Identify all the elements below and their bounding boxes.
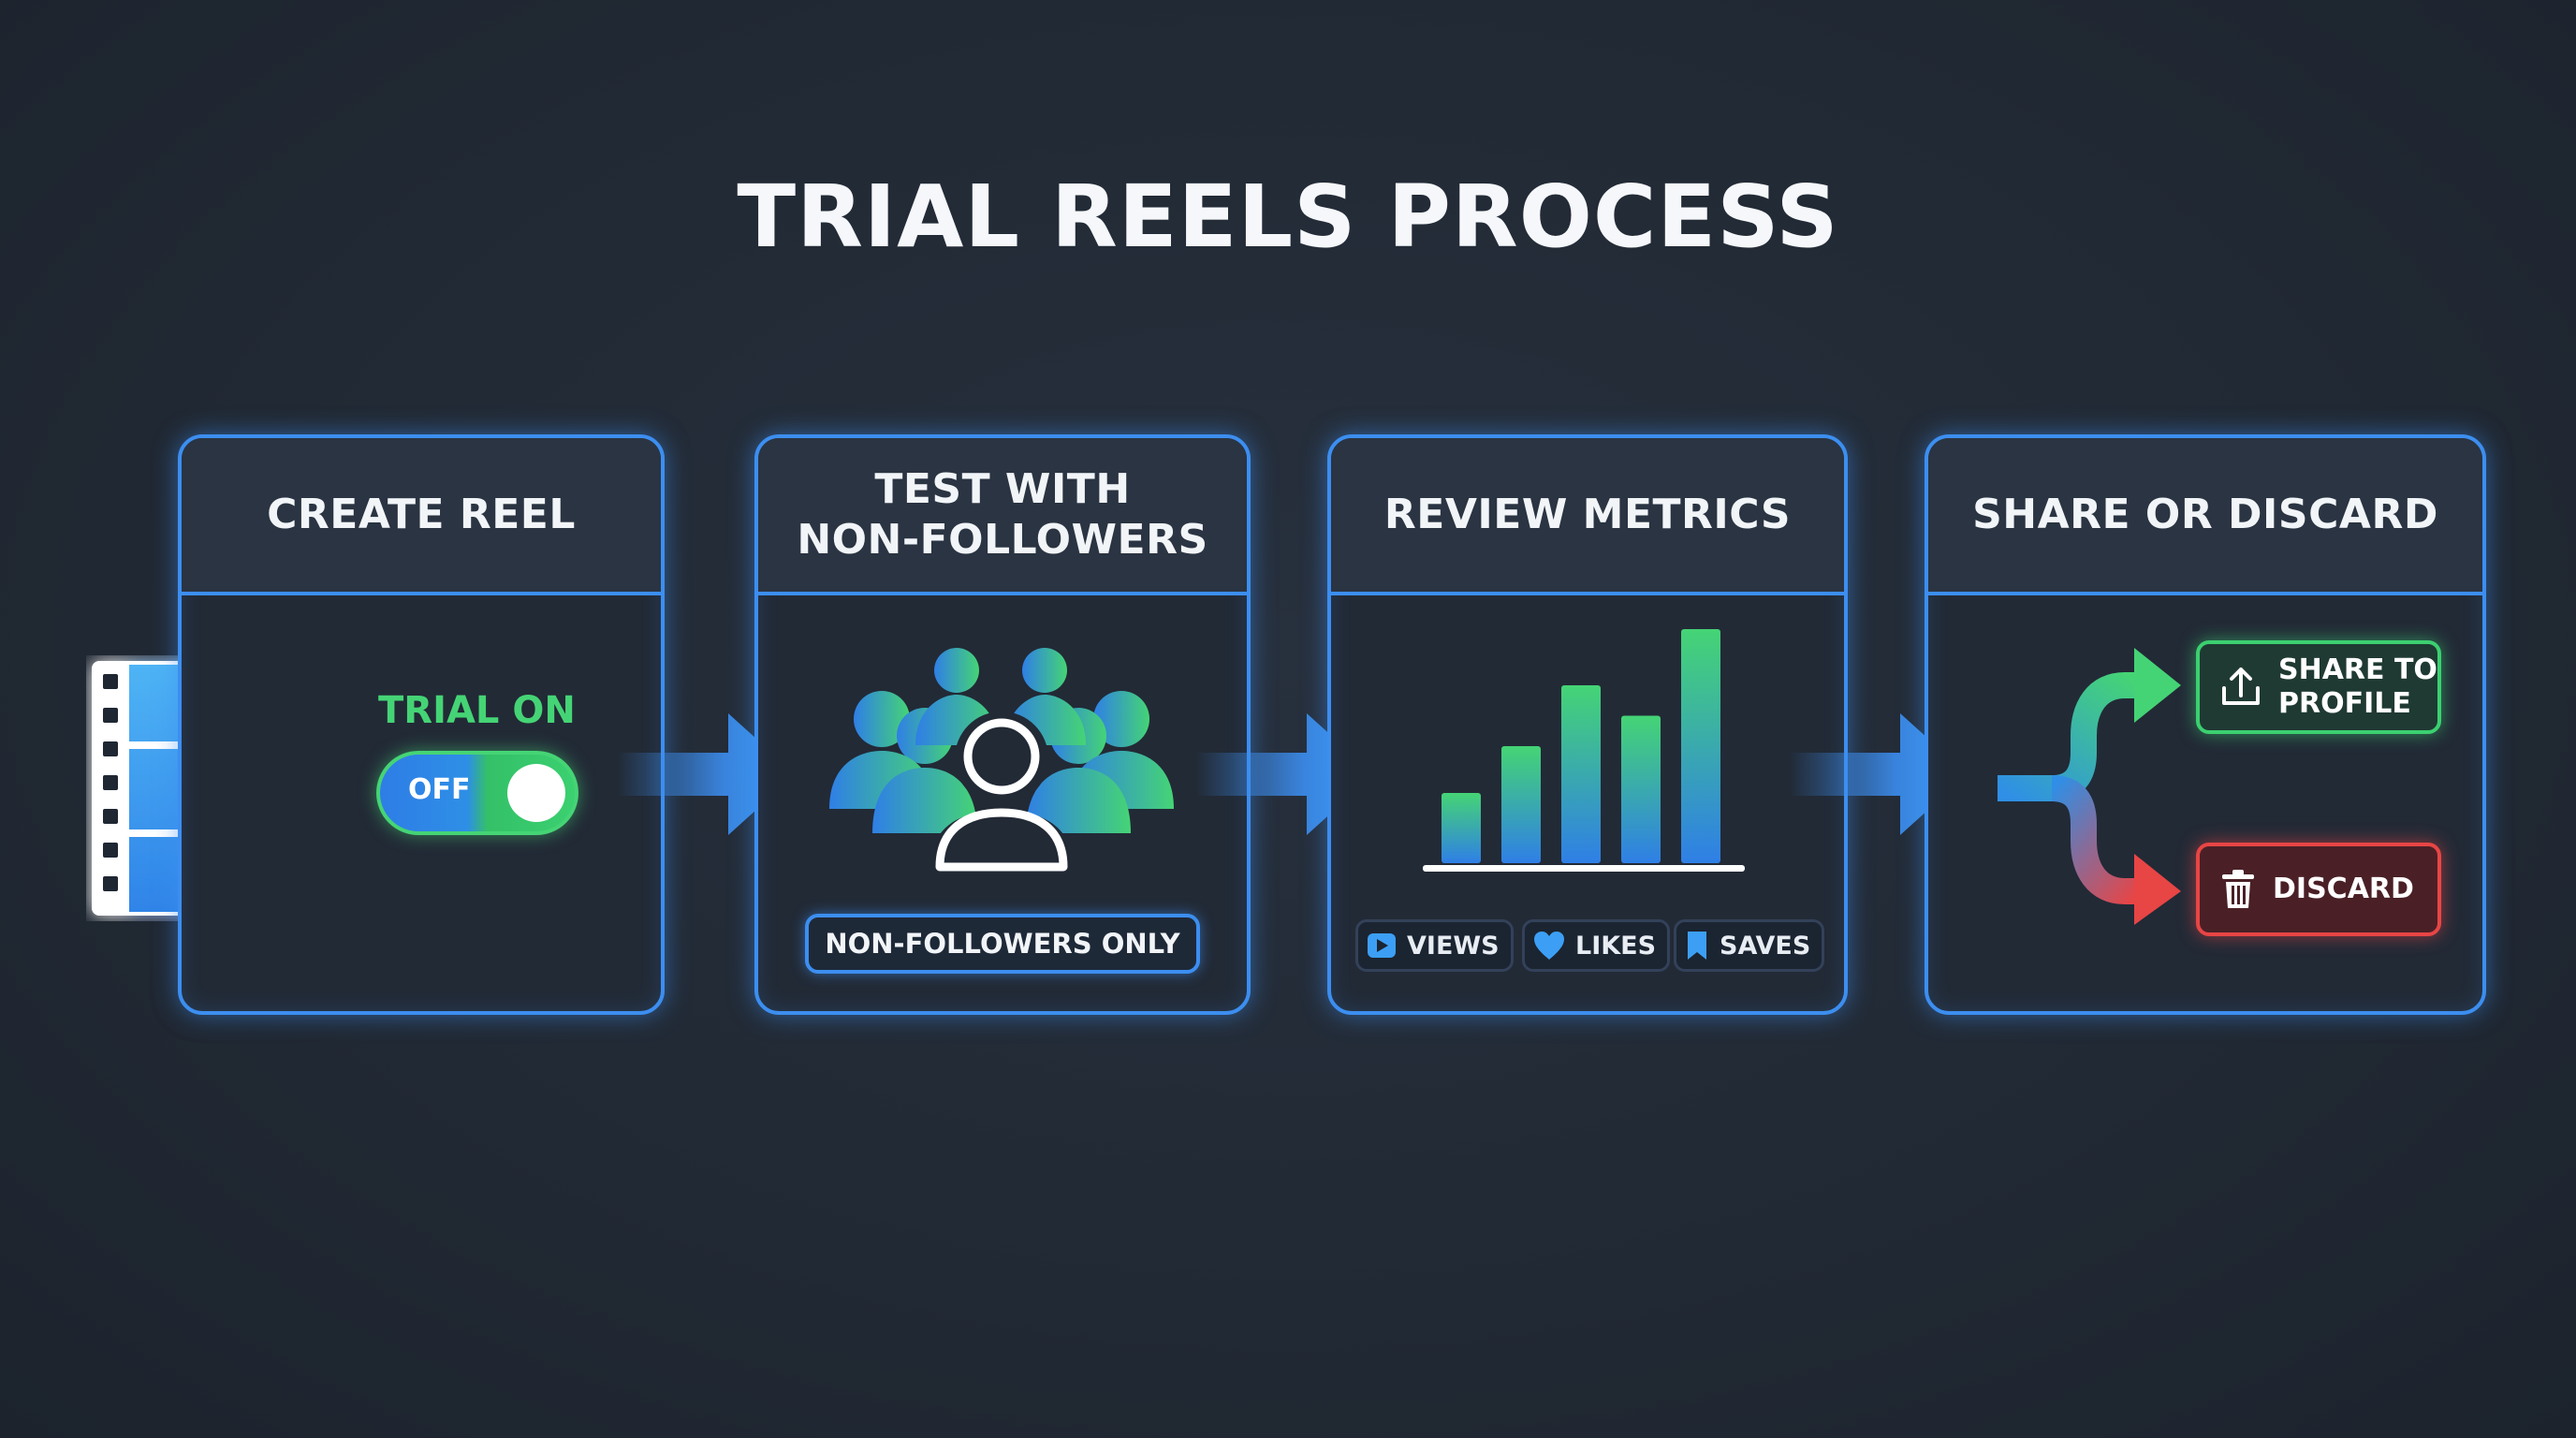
step-heading: CREATE REEL <box>182 438 661 595</box>
metric-chip-views: VIEWS <box>1355 919 1514 972</box>
group-users-icon <box>829 648 1174 874</box>
bar-chart-icon <box>1423 629 1745 872</box>
step-heading: REVIEW METRICS <box>1331 438 1844 595</box>
metric-chip-saves: SAVES <box>1674 919 1825 972</box>
chart-bar <box>1561 685 1601 863</box>
non-followers-badge: NON-FOLLOWERS ONLY <box>805 914 1200 974</box>
chart-bar <box>1501 746 1541 863</box>
flow-arrow-icon <box>618 713 796 835</box>
branch-arrows-icon <box>1998 648 2181 925</box>
share-to-profile-button[interactable]: SHARE TO PROFILE <box>2196 640 2441 734</box>
flow-arrow-icon <box>1790 713 1968 835</box>
chart-bar <box>1442 793 1481 863</box>
trial-toggle[interactable]: OFF <box>376 751 578 835</box>
trial-on-label: TRIAL ON <box>378 689 576 732</box>
heart-icon <box>1534 932 1564 960</box>
discard-button[interactable]: DISCARD <box>2196 843 2441 936</box>
trash-icon <box>2222 870 2254 908</box>
play-icon <box>1368 933 1396 958</box>
toggle-text: OFF <box>408 773 471 806</box>
step-heading: SHARE OR DISCARD <box>1928 438 2482 595</box>
metric-chip-likes: LIKES <box>1522 919 1671 972</box>
page-title: TRIAL REELS PROCESS <box>737 167 1839 267</box>
toggle-knob <box>507 764 565 822</box>
chart-bar <box>1621 715 1661 863</box>
bookmark-icon <box>1688 932 1706 960</box>
upload-icon <box>2222 668 2260 705</box>
step-heading: TEST WITH NON-FOLLOWERS <box>758 438 1247 595</box>
chart-bar <box>1681 629 1720 863</box>
step-create-reel: CREATE REEL <box>178 434 665 1015</box>
